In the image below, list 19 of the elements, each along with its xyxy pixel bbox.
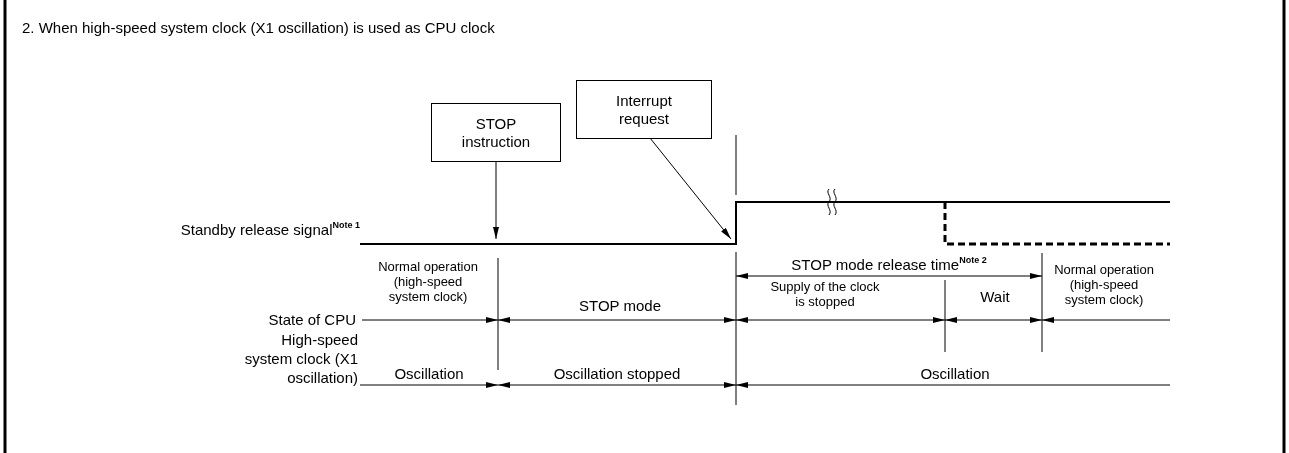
arrow: [650, 138, 732, 240]
event-label: Interrupt request: [615, 91, 673, 128]
row-name: State of CPU: [267, 310, 356, 329]
interval-label: Wait: [979, 287, 1011, 306]
interval-label: STOP mode release time$^{Note 2}$: [790, 255, 988, 274]
signal-name: Standby release signal$^{Note 1}$: [179, 220, 360, 239]
arrow: [493, 161, 499, 240]
interval-label: Normal operation (high-speed system clock): [377, 259, 479, 304]
event-box: [576, 80, 712, 139]
interval-label: Oscillation stopped: [552, 364, 682, 383]
interval-label: STOP mode: [578, 296, 662, 315]
event-label: STOP instruction: [460, 114, 532, 151]
interval-label: Oscillation: [919, 364, 991, 383]
interval-label: Oscillation: [393, 364, 465, 383]
interval-label: Normal operation (high-speed system clock): [1053, 262, 1155, 307]
event-box: [431, 103, 561, 162]
row-name: High-speed system clock (X1 oscillation): [243, 330, 358, 387]
diagram-title: 2. When high-speed system clock (X1 oscillation) is used as CPU clock: [22, 19, 495, 36]
interval-label: Supply of the clock is stopped: [770, 279, 880, 309]
